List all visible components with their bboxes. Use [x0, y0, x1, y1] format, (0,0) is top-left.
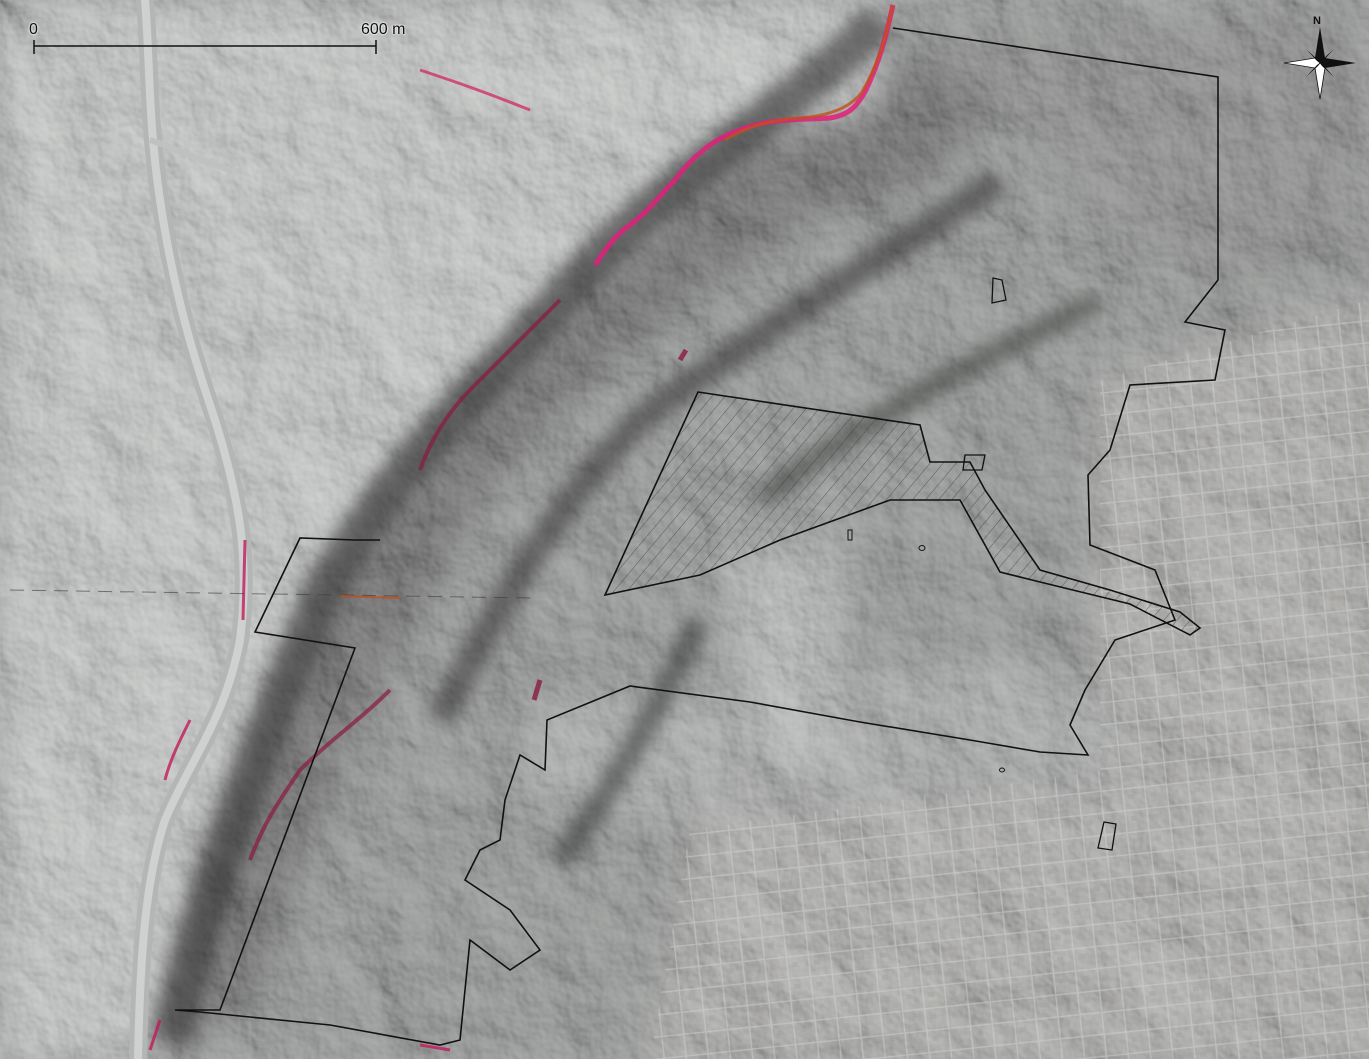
small-feature-polygon[interactable] — [1097, 821, 1117, 851]
small-feature-point[interactable] — [918, 545, 926, 551]
small-feature-point[interactable] — [999, 767, 1005, 773]
small-feature-polygon[interactable] — [991, 277, 1007, 304]
scale-bar — [33, 40, 377, 54]
study-area-boundary[interactable] — [174, 27, 1226, 1046]
compass-rose-icon — [1283, 27, 1356, 100]
profile-line-highlight — [339, 595, 401, 599]
landslide-hatched-area[interactable] — [603, 391, 1202, 636]
small-feature-polygon[interactable] — [847, 529, 853, 541]
scale-bar-end-label: 600 m — [361, 21, 406, 38]
steep-slope-highlights — [148, 4, 896, 1052]
north-arrow-label: N — [1313, 15, 1321, 27]
scale-bar-start-label: 0 — [29, 21, 38, 38]
landslide-notch — [962, 454, 986, 471]
urban-area — [650, 300, 1369, 1059]
road — [129, 0, 253, 1059]
escarpment-shadows — [150, 5, 1105, 1045]
